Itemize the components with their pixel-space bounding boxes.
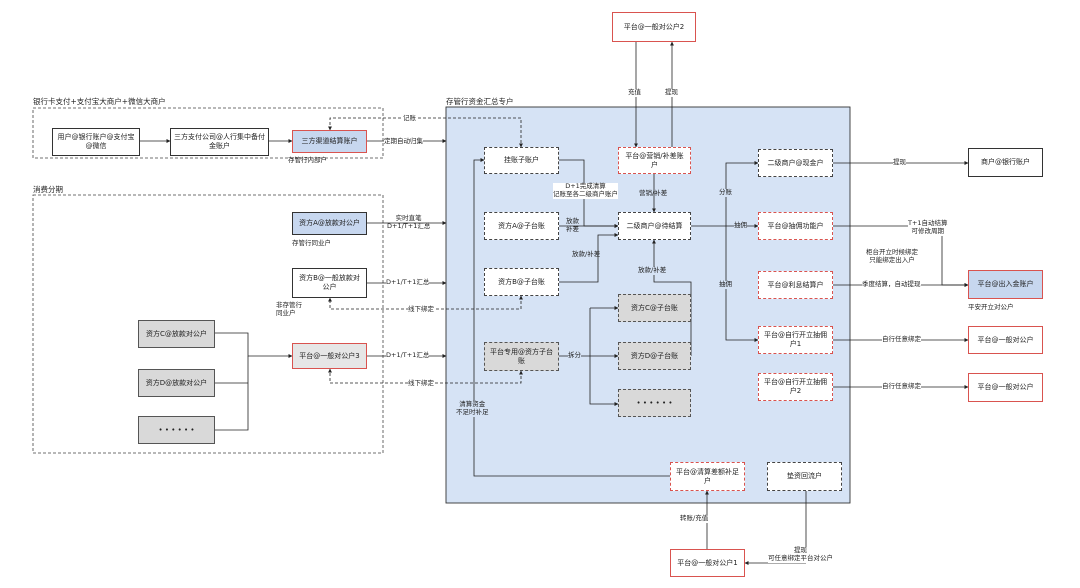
clearing-insufficient-label: 清算资金 不足时补足 xyxy=(456,400,489,417)
split-label: 分账 xyxy=(719,188,732,197)
fund-d-sub-box: 资方D@子台账 xyxy=(618,342,691,370)
t1-settle-label: T+1自动结算 可修改周期 xyxy=(908,219,948,236)
d1-summary-3-label: D+1/T+1汇总 xyxy=(386,351,430,360)
commission2-label: 抽佣 xyxy=(719,280,732,289)
loan-diff-c-label: 放款/补差 xyxy=(638,266,667,275)
jizhang-label: 记账 xyxy=(403,114,416,123)
d1-summary-b-label: D+1/T+1汇总 xyxy=(386,278,430,287)
secondary-cash-box: 二级商户@现金户 xyxy=(758,149,833,177)
custody-same-label: 存管行同业户 xyxy=(292,239,331,247)
consumer-group-region xyxy=(32,194,384,454)
regular-sweep-label: 定期自动归集 xyxy=(384,137,423,146)
offline-bind-3-label: 线下绑定 xyxy=(408,379,434,388)
withdraw-bottom-label: 提现 可任意绑定平台对公户 xyxy=(768,546,833,563)
withdraw-top-label: 提现 xyxy=(665,88,678,97)
edge-bind-B xyxy=(328,295,523,310)
platform-public-r1-box: 平台@一般对公户 xyxy=(968,326,1043,354)
custody-inner-label: 存管行内部户 xyxy=(288,156,327,164)
loan-diff-b-label: 放款/补差 xyxy=(572,250,601,258)
bank-group-title: 银行卡支付+支付宝大商户+微信大商户 xyxy=(33,97,166,106)
platform-fund-sub-box: 平台专用@资方子台账 xyxy=(484,342,559,371)
platform-public2-box: 平台@一般对公户2 xyxy=(612,12,696,42)
custody-main-title: 存管行资金汇总专户 xyxy=(446,97,514,106)
edge-split-cash xyxy=(725,161,759,226)
marketing-box: 平台@营销/补差账户 xyxy=(618,147,691,174)
any-bind2-label: 自行任意绑定 xyxy=(882,382,921,391)
platform-fee-box: 平台@抽佣功能户 xyxy=(758,212,833,240)
transfer-recharge-label: 转账/充值 xyxy=(680,514,709,523)
platform-self2-box: 平台@自行开立抽佣户2 xyxy=(758,373,833,401)
platform-public-r2-box: 平台@一般对公户 xyxy=(968,373,1043,402)
bind-note-label: 柜台开立时候绑定 只能绑定出入户 xyxy=(866,248,918,265)
platform-self1-box: 平台@自行开立抽佣户1 xyxy=(758,326,833,354)
fund-c-sub-box: 资方C@子台账 xyxy=(618,294,691,322)
refund-flow-box: 垫资回流户 xyxy=(767,462,842,491)
loan-diff-a-label: 放款 补差 xyxy=(566,217,579,233)
fund-c-loan-box: 资方C@放款对公户 xyxy=(138,320,215,348)
hang-sub-box: 挂账子账户 xyxy=(484,147,559,174)
recharge-label: 充值 xyxy=(628,88,641,97)
edge-fundC-p3 xyxy=(215,332,293,358)
edge-subs-pending xyxy=(652,239,692,308)
marketing-diff-label: 营销/补差 xyxy=(639,189,668,197)
split-fund-label: 拆分 xyxy=(568,351,581,360)
non-custody-label: 非存管行同业户 xyxy=(276,301,302,317)
edge-fundBsub-pending xyxy=(559,233,619,283)
offline-bind-b-label: 线下绑定 xyxy=(408,305,434,314)
withdraw-merchant-label: 提现 xyxy=(893,158,906,167)
commission1-label: 抽佣 xyxy=(734,221,747,230)
consumer-group-title: 消费分期 xyxy=(33,185,63,194)
edge-jizhang xyxy=(328,117,523,148)
d1-clearing-label: D+1完成清算 记账至各二级商户账户 xyxy=(553,182,618,199)
realtime-direct-label: 实时直笔 D+1/T+1汇总 xyxy=(387,214,431,230)
dots-mid-box: • • • • • • xyxy=(618,389,691,417)
platform-public3-box: 平台@一般对公户3 xyxy=(292,343,367,369)
platform-inout-box: 平台@出入金账户 xyxy=(968,270,1043,299)
channel-settle-box: 三方渠道结算账户 xyxy=(292,130,367,153)
edge-dots-p3 xyxy=(215,356,249,431)
dots-left-box: • • • • • • xyxy=(138,416,215,444)
fund-d-loan-box: 资方D@放款对公户 xyxy=(138,369,215,397)
ping-an-public-label: 平安开立对公户 xyxy=(968,303,1014,311)
edge-clearing-hang xyxy=(473,158,670,477)
platform-public1-box: 平台@一般对公户1 xyxy=(670,549,745,577)
fund-b-sub-box: 资方B@子台账 xyxy=(484,268,559,296)
platform-clearing-box: 平台@清算差额补足户 xyxy=(670,462,745,491)
fund-a-loan-box: 资方A@放款对公户 xyxy=(292,212,367,235)
fund-a-sub-box: 资方A@子台账 xyxy=(484,212,559,240)
third-party-box: 三方支付公司@人行集中备付金账户 xyxy=(170,128,269,156)
edge-split-dots xyxy=(589,308,619,406)
fund-b-loan-box: 资方B@一般放款对公户 xyxy=(292,268,367,298)
edge-commission-self1 xyxy=(725,226,759,342)
user-bank-box: 用户@银行账户@支付宝@微信 xyxy=(52,128,140,156)
secondary-pending-box: 二级商户@待结算 xyxy=(618,212,691,240)
platform-interest-box: 平台@利息结算户 xyxy=(758,271,833,299)
any-bind1-label: 自行任意绑定 xyxy=(882,335,921,344)
merchant-bank-box: 商户@银行账户 xyxy=(968,148,1043,177)
quarterly-label: 季度结算，自动提现 xyxy=(862,280,921,289)
